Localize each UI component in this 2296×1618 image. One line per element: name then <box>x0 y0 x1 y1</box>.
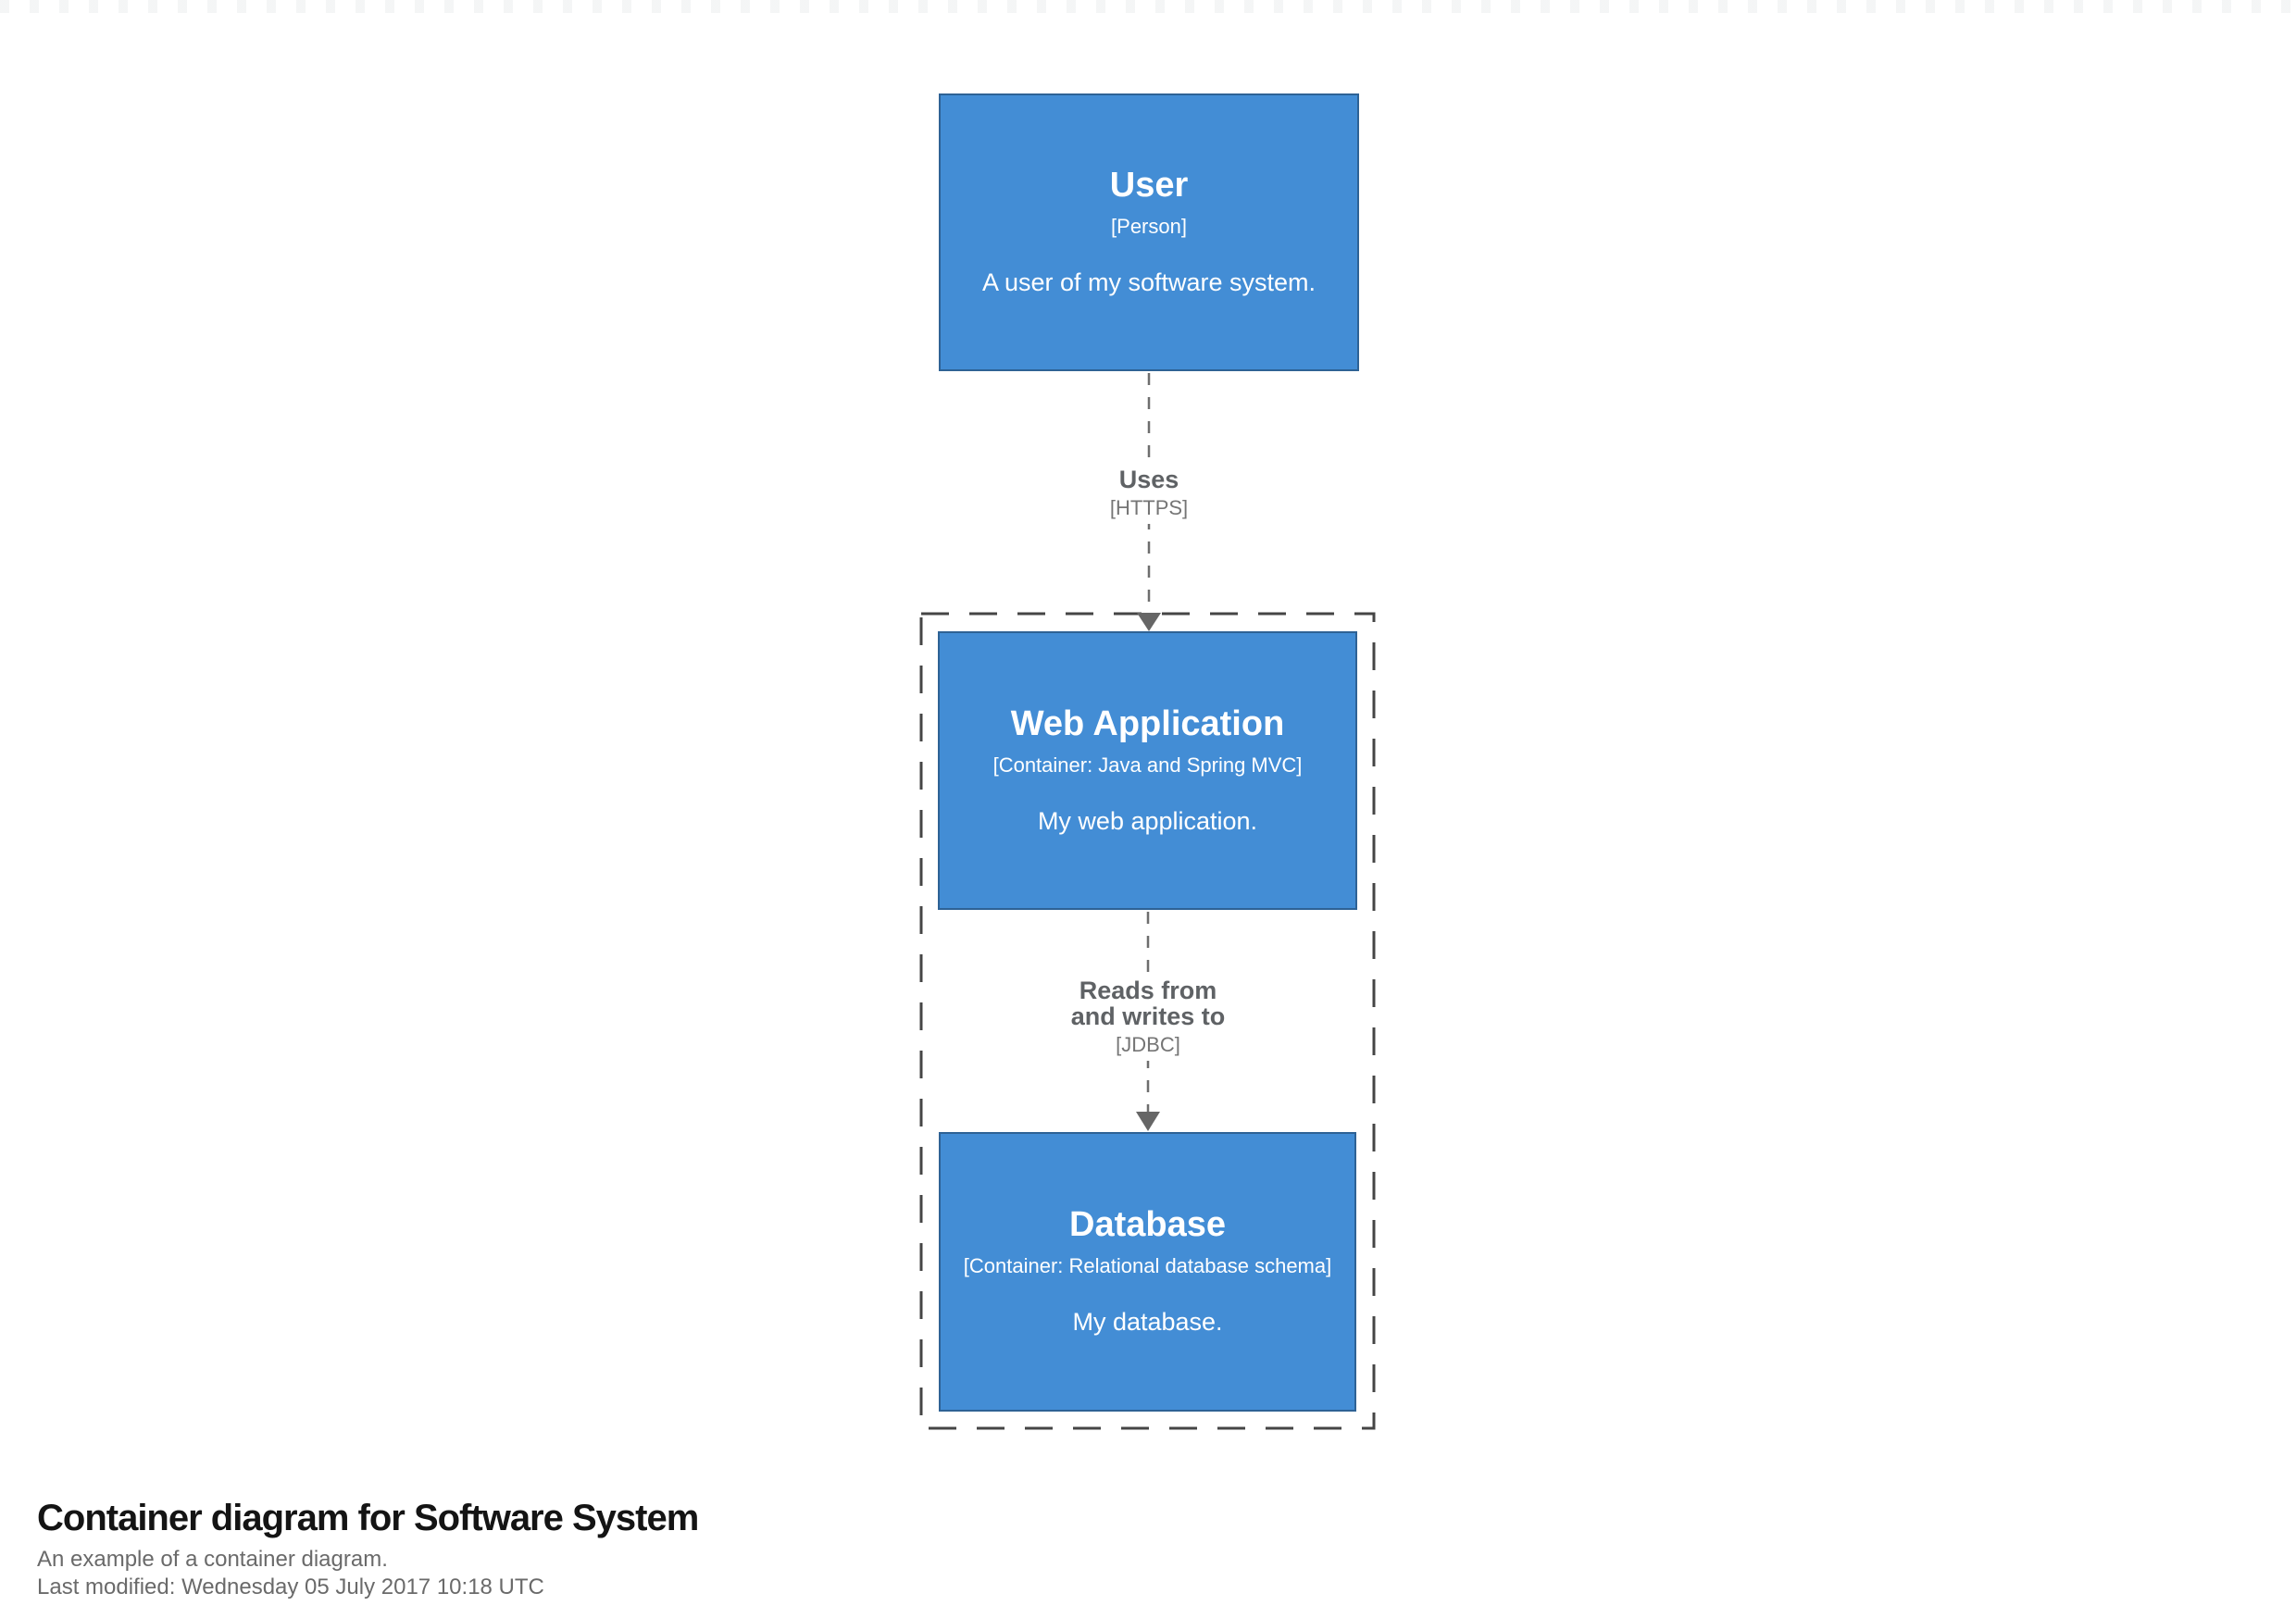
node-database-meta: [Container: Relational database schema] <box>963 1254 1332 1278</box>
node-web-application-name: Web Application <box>1010 703 1285 743</box>
node-user[interactable]: User [Person] A user of my software syst… <box>939 93 1359 371</box>
node-web-application[interactable]: Web Application [Container: Java and Spr… <box>938 631 1357 910</box>
relationship-uses-text: Uses <box>1118 466 1179 493</box>
diagram-title: Container diagram for Software System <box>37 1498 699 1538</box>
node-web-application-meta: [Container: Java and Spring MVC] <box>992 753 1303 777</box>
node-web-application-description: My web application. <box>1037 806 1258 835</box>
arrowhead-icon-reads <box>1136 1112 1160 1131</box>
diagram-last-modified: Last modified: Wednesday 05 July 2017 10… <box>37 1574 544 1599</box>
relationship-reads-writes-technology: [JDBC] <box>1116 1033 1180 1056</box>
arrowhead-icon-uses <box>1137 613 1161 631</box>
node-user-description: A user of my software system. <box>981 268 1316 297</box>
relationship-label-reads-writes: Reads from and writes to [JDBC] <box>1046 974 1250 1061</box>
page-boundary-ticks <box>0 0 2296 13</box>
diagram-subtitle: An example of a container diagram. <box>37 1547 388 1572</box>
relationship-label-uses: Uses [HTTPS] <box>1100 463 1198 524</box>
node-database-name: Database <box>1069 1205 1226 1245</box>
diagram-metadata: Container diagram for Software System An… <box>37 1496 699 1601</box>
relationship-reads-writes-text: Reads from and writes to <box>1070 977 1226 1030</box>
node-database-description: My database. <box>1072 1308 1223 1337</box>
node-user-meta: [Person] <box>1111 215 1187 239</box>
node-user-name: User <box>1109 166 1189 205</box>
software-system-boundary <box>919 612 1376 1430</box>
node-database[interactable]: Database [Container: Relational database… <box>939 1132 1356 1412</box>
relationship-uses-technology: [HTTPS] <box>1109 496 1189 519</box>
